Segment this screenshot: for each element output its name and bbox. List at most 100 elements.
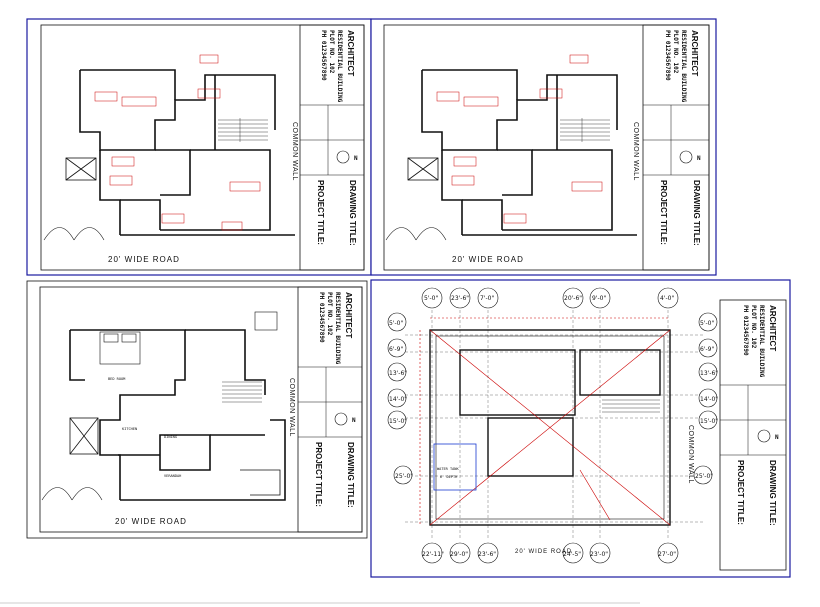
svg-text:29'-0": 29'-0" [450,551,468,558]
floor-plan [79,69,295,236]
svg-text:22'-11": 22'-11" [422,551,444,558]
svg-text:5'-0": 5'-0" [700,320,714,327]
common-wall-label: COMMON WALL [632,122,639,181]
svg-text:23'-6": 23'-6" [478,551,496,558]
svg-text:14'-0": 14'-0" [389,396,407,403]
svg-text:N: N [775,434,779,441]
svg-text:N: N [697,155,701,162]
title-block: ARCHITECT RESIDENTIAL BUILDING PLOT NO. … [719,299,787,571]
floor-plan [421,69,637,236]
sheet-bottom-left: BED ROOM DINING KITCHEN VERANDAH COMMON … [26,280,368,539]
svg-text:27'-0": 27'-0" [658,551,676,558]
svg-text:PLOT NO. 102: PLOT NO. 102 [750,305,757,349]
svg-text:6' DEPTH: 6' DEPTH [440,475,457,479]
svg-text:N: N [354,155,358,162]
water-tank: WATER TANK 6' DEPTH [433,443,477,491]
svg-text:25'-0": 25'-0" [695,473,713,480]
grid-bubbles-right: 5'-0" 6'-9" 13'-6" 14'-0" 15'-0" 25'-0" [693,312,718,485]
svg-text:5'-0": 5'-0" [389,320,403,327]
floor-plan [69,329,286,501]
grid-bubbles-left: 5'-0" 6'-9" 13'-6" 14'-0" 15'-0" 25'-0" [387,312,413,485]
svg-text:PLOT NO. 102: PLOT NO. 102 [328,30,335,74]
lift-box [254,311,278,331]
room-label-dining: DINING [164,435,177,439]
svg-text:PH 01234567890: PH 01234567890 [664,30,671,81]
svg-text:6'-9": 6'-9" [389,346,403,353]
grid-lines [405,310,705,540]
north-arrow-icon [679,150,693,164]
north-arrow-icon [334,412,348,426]
road-label: 20' WIDE ROAD [515,549,572,555]
svg-text:24'-5": 24'-5" [563,551,581,558]
drawing-title-label: DRAWING TITLE: [346,442,355,508]
svg-text:PH 01234567890: PH 01234567890 [320,30,327,81]
north-arrow-icon [757,429,771,443]
architect-label: ARCHITECT [346,30,355,76]
room-label-verandah: VERANDAH [164,474,181,478]
north-arrow-icon [336,150,350,164]
svg-text:13'-6": 13'-6" [389,370,407,377]
svg-text:13'-6": 13'-6" [700,370,718,377]
architect-label: ARCHITECT [690,30,699,76]
svg-text:6'-9": 6'-9" [700,346,714,353]
svg-text:20'-6": 20'-6" [564,295,582,302]
project-title-label: PROJECT TITLE: [659,180,668,245]
common-wall-label: COMMON WALL [288,378,295,437]
svg-text:15'-0": 15'-0" [389,418,407,425]
shaft [69,417,99,455]
sheet-top-right: COMMON WALL 20' WIDE ROAD ARCHITECT RESI… [370,18,717,276]
svg-text:23'-6": 23'-6" [451,295,469,302]
svg-text:RESIDENTIAL BUILDING: RESIDENTIAL BUILDING [680,30,687,103]
svg-text:PLOT NO. 102: PLOT NO. 102 [326,292,333,336]
staircase [222,381,262,403]
room-tags [436,54,603,224]
title-block: ARCHITECT RESIDENTIAL BUILDING PLOT NO. … [642,24,710,271]
svg-text:5'-0": 5'-0" [424,295,438,302]
common-wall-label: COMMON WALL [687,425,694,484]
shaft [407,157,439,181]
room-label-kitchen: KITCHEN [122,427,137,431]
svg-text:RESIDENTIAL BUILDING: RESIDENTIAL BUILDING [336,30,343,103]
svg-text:RESIDENTIAL BUILDING: RESIDENTIAL BUILDING [334,292,341,365]
grid-bubbles-bottom: 22'-11" 29'-0" 23'-6" 24'-5" 23'-0" 27'-… [421,542,679,564]
staircase [560,118,610,142]
svg-text:9'-0": 9'-0" [592,295,606,302]
architect-label: ARCHITECT [344,292,353,338]
svg-text:4'-0": 4'-0" [660,295,674,302]
svg-text:15'-0": 15'-0" [700,418,718,425]
svg-text:RESIDENTIAL BUILDING: RESIDENTIAL BUILDING [758,305,765,378]
bed-icon [99,331,141,365]
shaft [65,157,97,181]
project-title-label: PROJECT TITLE: [316,180,325,245]
room-tags [94,54,261,231]
svg-text:WATER TANK: WATER TANK [437,467,459,471]
road-label: 20' WIDE ROAD [452,255,524,264]
svg-text:PLOT NO. 102: PLOT NO. 102 [672,30,679,74]
svg-text:25'-0": 25'-0" [395,473,413,480]
staircase [218,118,268,142]
grid-bubbles-top: 5'-0" 23'-6" 7'-0" 20'-6" 9'-0" 4'-0" [421,287,679,309]
drawing-title-label: DRAWING TITLE: [348,180,357,246]
title-block: ARCHITECT RESIDENTIAL BUILDING PLOT NO. … [297,286,363,533]
architect-label: ARCHITECT [768,305,777,351]
project-title-label: PROJECT TITLE: [736,460,745,525]
svg-text:7'-0": 7'-0" [480,295,494,302]
svg-text:N: N [352,417,356,424]
svg-text:PH 01234567890: PH 01234567890 [742,305,749,356]
sheet-top-left: COMMON WALL 20' WIDE ROAD ARCHITECT RESI… [26,18,372,276]
project-title-label: PROJECT TITLE: [314,442,323,507]
room-label-bedroom: BED ROOM [108,377,126,381]
common-wall-label: COMMON WALL [291,122,298,181]
svg-text:23'-0": 23'-0" [590,551,608,558]
staircase [602,399,660,413]
center-lines [419,317,671,526]
road-label: 20' WIDE ROAD [108,255,180,264]
drawing-title-label: DRAWING TITLE: [768,460,777,526]
road-label: 20' WIDE ROAD [115,517,187,526]
drawing-title-label: DRAWING TITLE: [692,180,701,246]
title-block: ARCHITECT RESIDENTIAL BUILDING PLOT NO. … [299,24,365,271]
svg-text:PH 01234567890: PH 01234567890 [318,292,325,343]
svg-text:14'-0": 14'-0" [700,396,718,403]
sheet-bottom-right: WATER TANK 6' DEPTH 5'-0" 23'-6" 7'-0" 2… [370,279,791,578]
